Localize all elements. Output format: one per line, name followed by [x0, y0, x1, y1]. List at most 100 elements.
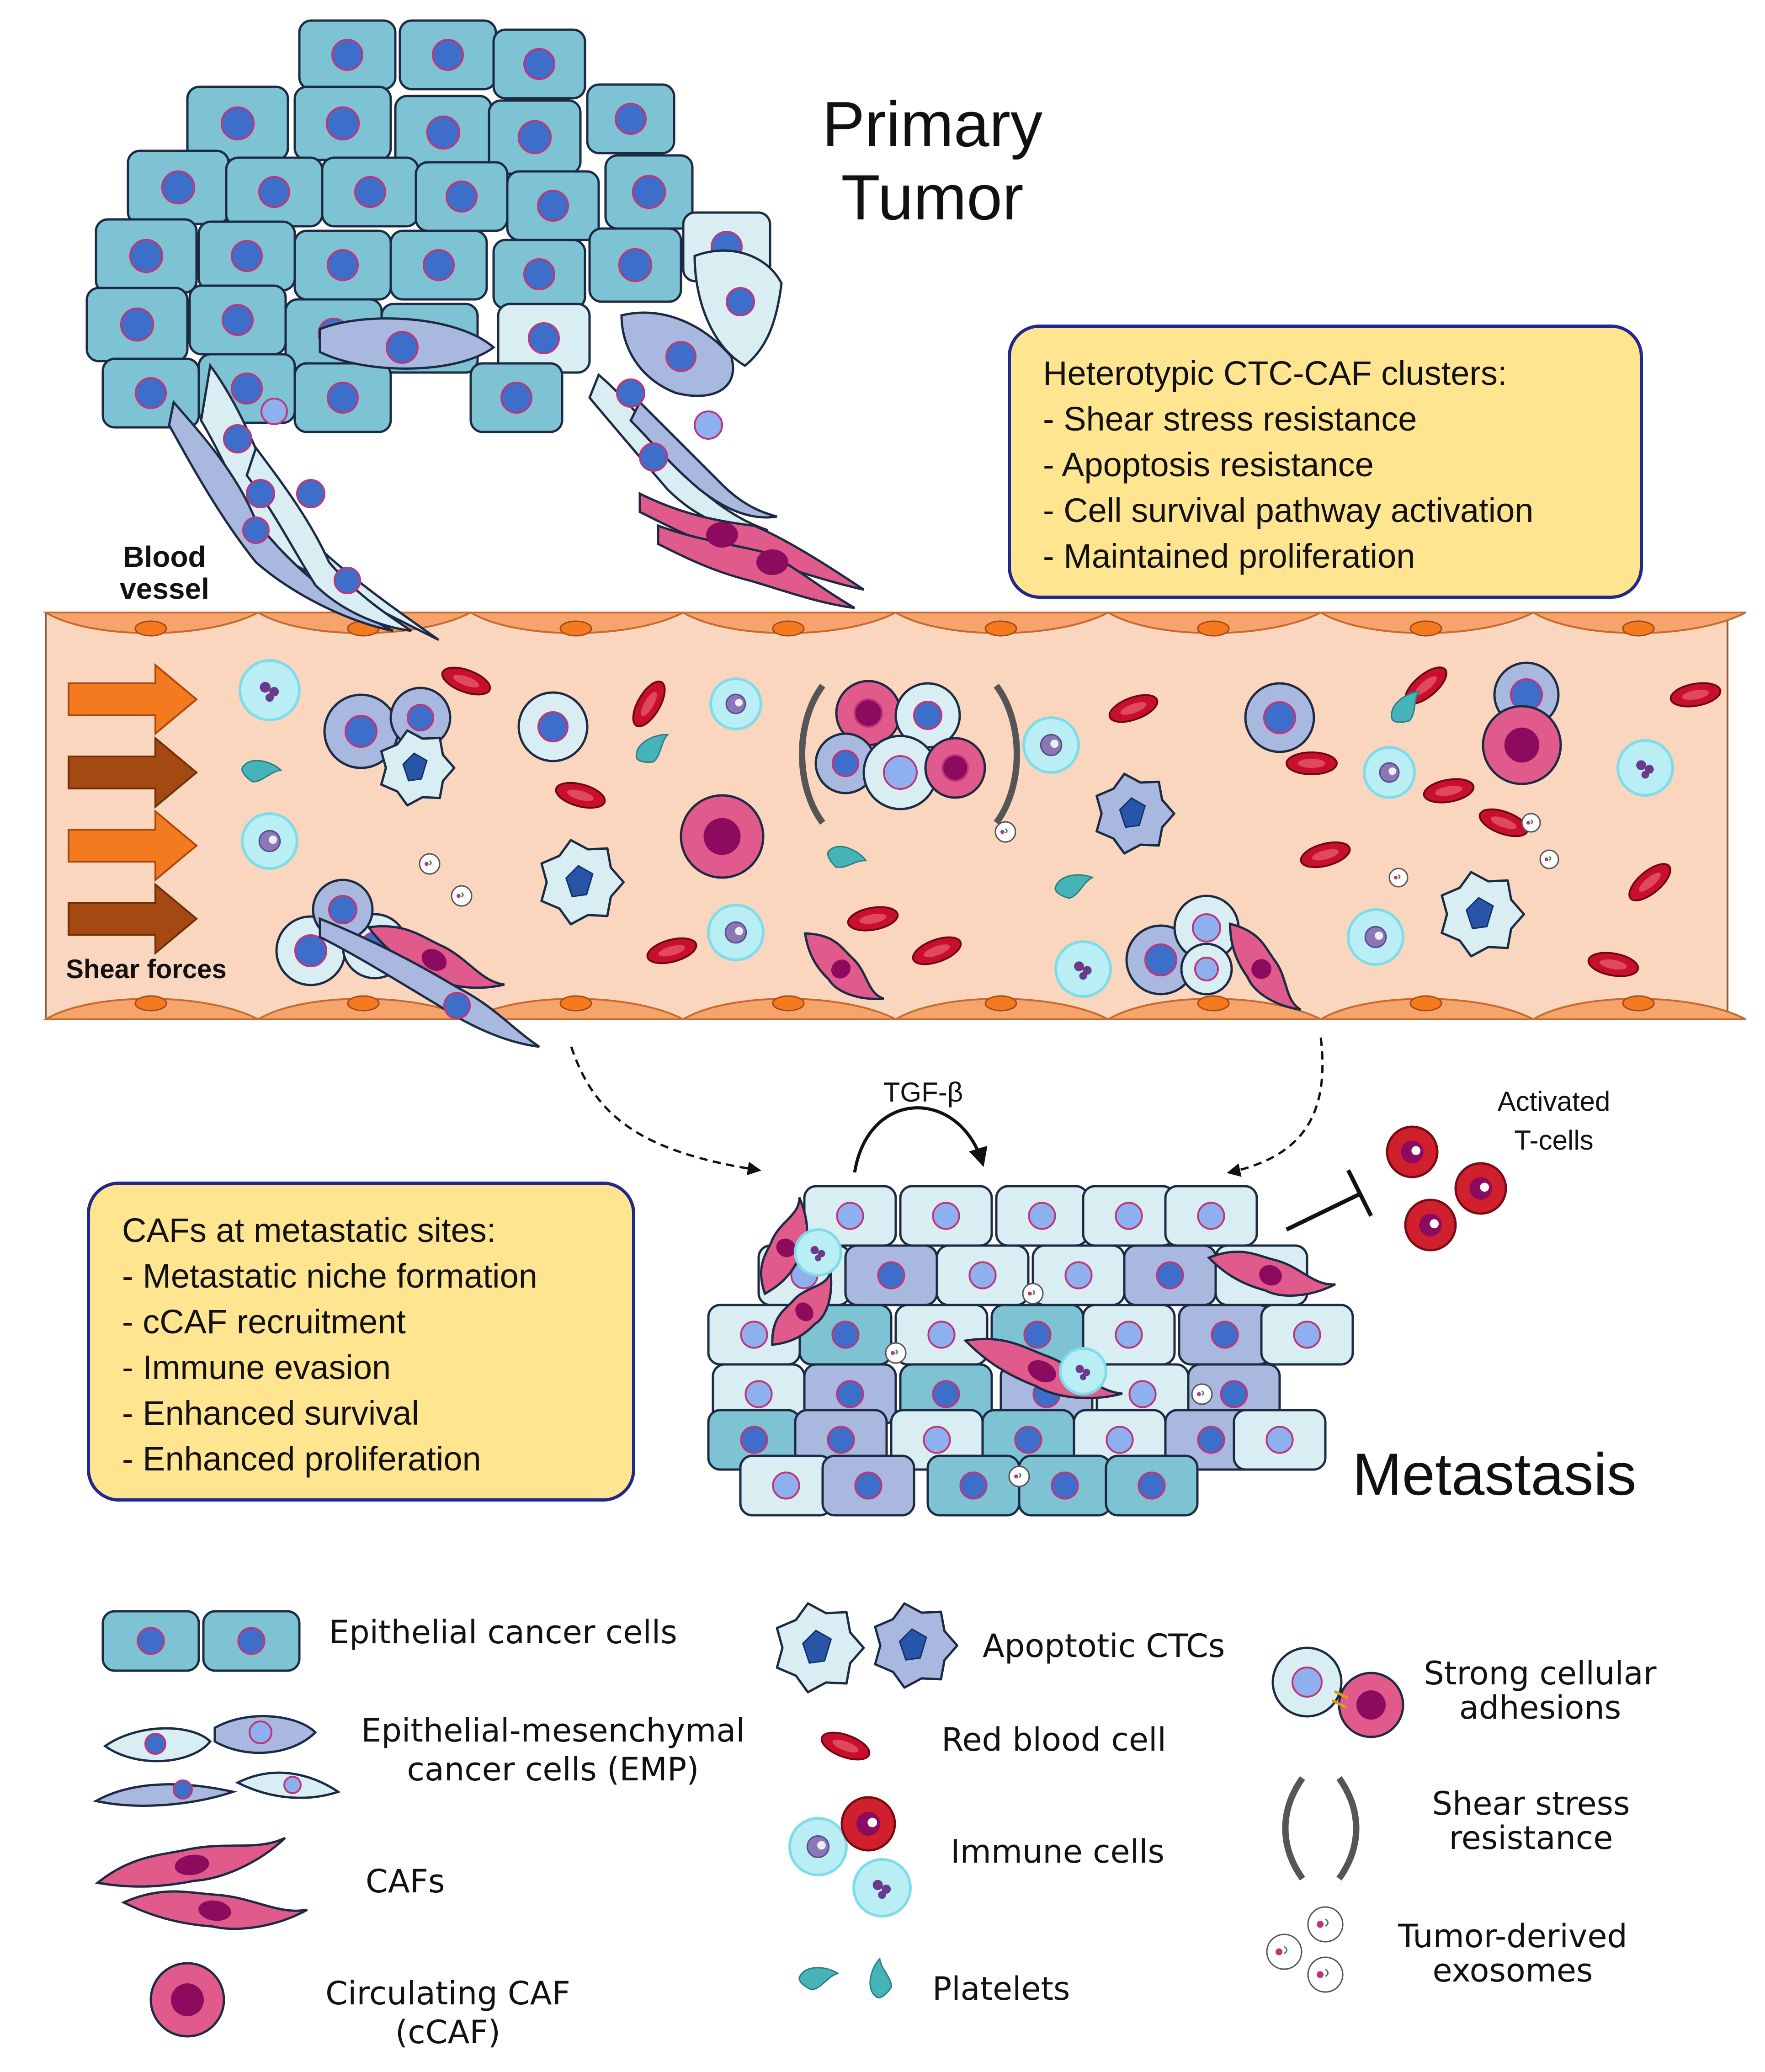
epithelial-cell — [995, 1185, 1089, 1247]
ctc-box-item: - Apoptosis resistance — [1043, 446, 1374, 484]
dashed-arrows — [570, 1037, 1324, 1177]
epithelial-cell — [497, 303, 591, 374]
caf-box-item: - cCAF recruitment — [122, 1303, 406, 1341]
platelet — [1054, 874, 1094, 899]
legend-platelets-label: Platelets — [932, 1970, 1070, 2008]
legend-shear-label-line2: resistance — [1449, 1819, 1613, 1857]
red-blood-cell — [441, 666, 491, 696]
legend-graphics — [93, 1602, 1404, 2038]
caf — [803, 932, 884, 1000]
epithelial-cell — [492, 239, 586, 310]
platelet — [827, 846, 867, 868]
epithelial-cell — [488, 99, 582, 175]
red-blood-cell — [1628, 863, 1671, 901]
epithelial-cell — [293, 229, 392, 301]
epithelial-cell — [821, 1454, 915, 1517]
legend-exosomes-label-line2: exosomes — [1432, 1952, 1593, 1989]
circulating-caf — [1482, 705, 1562, 785]
epithelial-cell — [936, 1244, 1030, 1306]
apoptotic-ctc — [540, 839, 625, 926]
caf-box-item: - Enhanced survival — [122, 1394, 419, 1432]
epithelial-cell — [1082, 1185, 1176, 1247]
red-blood-cell — [1669, 682, 1722, 708]
legend-rbc-label: Red blood cell — [941, 1721, 1166, 1758]
epithelial-cell — [1018, 1454, 1112, 1517]
epithelial-cell — [394, 95, 493, 170]
apoptotic-ctc — [874, 1602, 958, 1689]
epithelial-cell — [844, 1244, 938, 1306]
immune-cell — [241, 812, 298, 870]
circulating-caf — [149, 1962, 225, 2038]
epithelial-cell — [197, 220, 296, 292]
caf — [366, 925, 505, 989]
apoptotic-ctc — [1441, 871, 1525, 958]
invading-strand-right — [588, 373, 865, 609]
legend-apoptotic-label: Apoptotic CTCs — [983, 1627, 1225, 1665]
emp-cells-tumor — [319, 249, 783, 397]
activated-t-cells-label-line2: T-cells — [1514, 1125, 1593, 1156]
epithelial-cell — [389, 229, 488, 301]
legend-ccaf-label-line2: (cCAF) — [395, 2013, 501, 2051]
caf — [1228, 922, 1302, 1011]
apoptotic-ctc — [380, 729, 456, 807]
legend-exosomes-label-line1: Tumor-derived — [1398, 1918, 1627, 1955]
legend-immune-label: Immune cells — [951, 1833, 1164, 1870]
epithelial-cell — [469, 362, 564, 433]
epithelial-cell — [95, 218, 198, 294]
blood-vessel-label-line1: Blood — [123, 540, 206, 573]
caf-box-item: - Enhanced proliferation — [122, 1440, 481, 1478]
caf-box-item: - Metastatic niche formation — [122, 1257, 537, 1295]
epithelial-cell — [85, 287, 189, 362]
epithelial-cell — [1031, 1244, 1126, 1306]
epithelial-cell — [399, 19, 497, 91]
exosome — [885, 1342, 907, 1364]
legend-shear-label-line1: Shear stress — [1432, 1785, 1630, 1822]
legend-epithelial-label: Epithelial cancer cells — [329, 1614, 677, 1651]
legend-emp-icons — [93, 1715, 341, 1807]
exosome — [419, 853, 441, 875]
epithelial-cell — [321, 156, 420, 228]
caf — [95, 1837, 286, 1888]
epithelial-cell — [586, 83, 675, 154]
immune-cell — [1022, 716, 1080, 774]
ctc — [1244, 682, 1315, 753]
red-blood-cell — [1108, 694, 1159, 723]
epithelial-cell — [492, 28, 586, 100]
immune-cell — [1059, 1347, 1107, 1396]
exosome — [1008, 1465, 1030, 1487]
exosome — [1266, 1934, 1302, 1970]
red-blood-cell — [632, 680, 666, 728]
epithelial-cell — [1123, 1244, 1217, 1306]
caf-box-heading: CAFs at metastatic sites: — [122, 1211, 496, 1249]
caf-metastatic-box: CAFs at metastatic sites: - Metastatic n… — [87, 1182, 635, 1502]
ctc-cluster-cell — [323, 693, 399, 769]
ctc — [1180, 943, 1233, 996]
platelet — [798, 1967, 840, 1991]
platelet — [241, 760, 282, 783]
legend-adhesion-icon — [1271, 1646, 1404, 1738]
legend-ccaf-label-line1: Circulating CAF — [325, 1975, 570, 2012]
epithelial-cell — [293, 85, 392, 161]
epithelial-cell — [1164, 1185, 1258, 1247]
ctc — [517, 691, 589, 762]
vessel-contents — [239, 659, 1722, 1048]
circulating-caf — [680, 794, 765, 879]
immune-cell — [1363, 746, 1416, 799]
epithelial-cell — [1260, 1304, 1354, 1366]
primary-tumor-cells — [85, 19, 783, 433]
cluster-caf — [924, 737, 986, 799]
immune-cell — [794, 1228, 842, 1277]
cluster-ctc — [862, 735, 938, 810]
epithelial-cell — [739, 1454, 833, 1517]
legend-adhesions-label-line2: adhesions — [1459, 1689, 1621, 1726]
epithelial-cell — [899, 1185, 993, 1247]
epithelial-cell — [894, 1304, 989, 1366]
epithelial-cell — [1178, 1304, 1272, 1366]
immune-cell — [852, 1858, 912, 1918]
exosome — [1388, 868, 1409, 888]
legend-shear-brackets — [1282, 1776, 1360, 1881]
caf — [760, 1197, 808, 1295]
tgf-beta-label: TGF-β — [883, 1077, 963, 1108]
emp-strand-vessel — [319, 917, 540, 1048]
immune-cell — [1054, 940, 1112, 998]
